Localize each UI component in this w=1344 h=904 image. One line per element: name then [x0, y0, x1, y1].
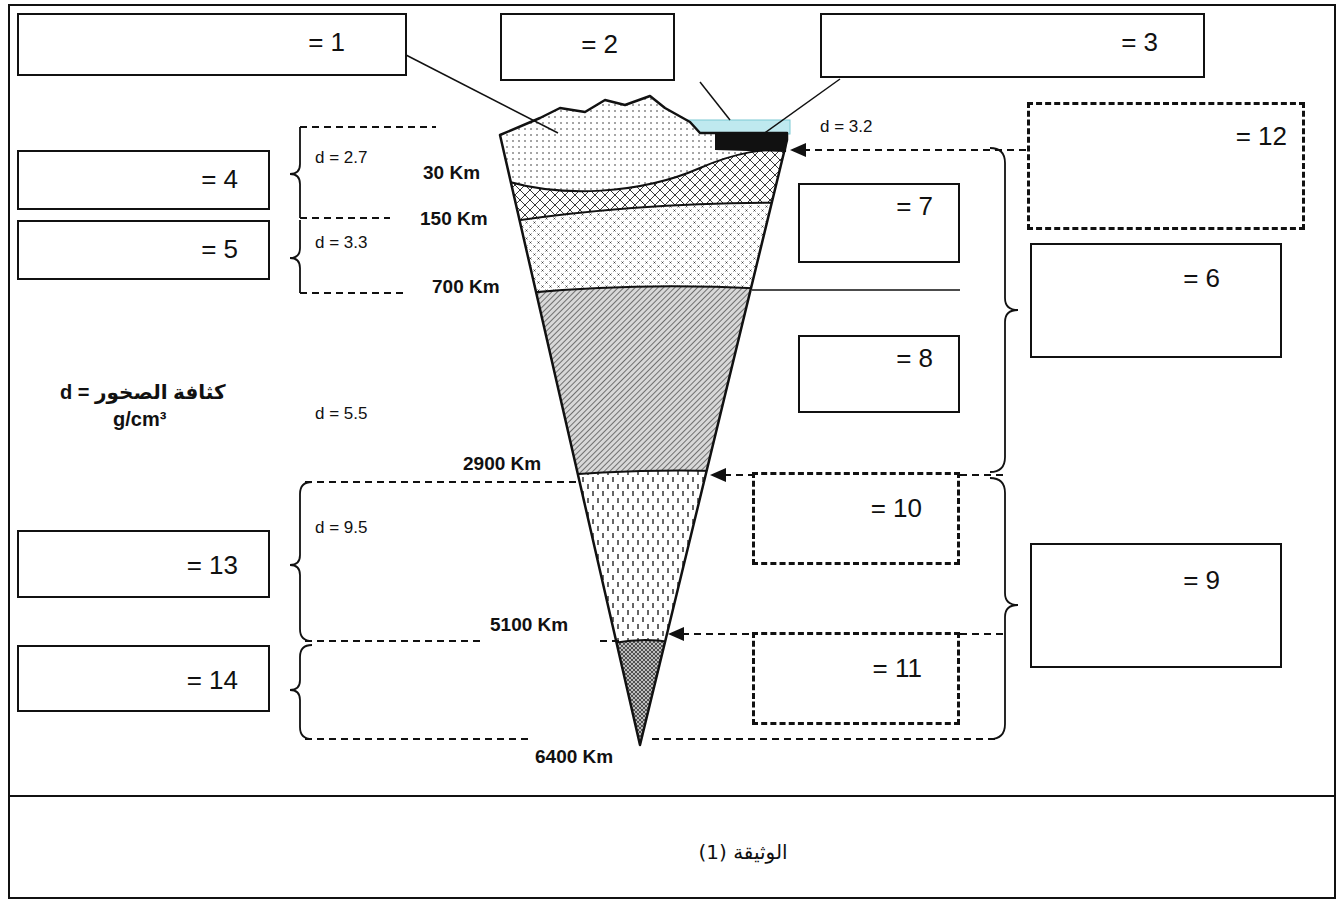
box-number: = 5: [201, 234, 238, 265]
boundary-line: [480, 203, 810, 226]
density-label: d = 3.3: [315, 233, 367, 253]
density-label: d = 3.2: [820, 117, 872, 137]
boundary-line: [480, 286, 810, 298]
caption: الوثيقة (1): [593, 840, 893, 864]
density-label: d = 2.7: [315, 148, 367, 168]
brace: [990, 478, 1018, 739]
dashed-line: [960, 474, 1005, 476]
depth-label: 5100 Km: [490, 614, 568, 636]
box-number: = 1: [308, 27, 345, 58]
depth-label: 6400 Km: [535, 746, 613, 768]
dashed-pointer: [682, 633, 752, 635]
dashed-pointer: [803, 149, 1027, 151]
density-label: g/cm³: [113, 408, 166, 431]
box-number: = 10: [871, 493, 922, 524]
inner-core: [560, 640, 730, 760]
answer-box: = 8: [798, 335, 960, 413]
answer-box: = 12: [1027, 102, 1305, 230]
answer-box: = 4: [17, 150, 270, 210]
dashed-line: [652, 738, 1000, 740]
density-label: d = كثافة الصخور: [60, 380, 226, 404]
boundary-line: [560, 640, 730, 662]
dashed-line: [305, 640, 485, 642]
frame: [9, 5, 1335, 898]
answer-box: = 11: [752, 632, 960, 725]
depth-label: 30 Km: [423, 162, 480, 184]
answer-box: = 1: [17, 13, 407, 76]
answer-box: = 7: [798, 183, 960, 263]
box-number: = 8: [896, 343, 933, 374]
dashed-pointer: [724, 474, 752, 476]
cone-outline: [500, 96, 787, 745]
dashed-line: [305, 738, 530, 740]
boundary-extension: [752, 289, 960, 291]
answer-box: = 13: [17, 530, 270, 598]
brace: [290, 220, 300, 293]
depth-label: 150 Km: [420, 208, 488, 230]
answer-box: = 6: [1030, 243, 1282, 358]
dashed-line: [300, 217, 390, 219]
caption-divider: [9, 795, 1335, 797]
box-number: = 7: [896, 191, 933, 222]
density-label: d = 5.5: [315, 404, 367, 424]
dashed-line: [305, 481, 580, 483]
brace: [290, 482, 312, 641]
box-number: = 3: [1121, 27, 1158, 58]
depth-label: 700 Km: [432, 276, 500, 298]
moho-line: [480, 146, 810, 191]
box-number: = 12: [1236, 121, 1287, 152]
brace: [290, 645, 312, 739]
leader-line: [700, 82, 730, 120]
dashed-line: [300, 126, 436, 128]
box-number: = 14: [187, 665, 238, 696]
box-number: = 11: [873, 653, 922, 684]
answer-box: = 14: [17, 645, 270, 712]
depth-label: 2900 Km: [463, 453, 541, 475]
box-number: = 9: [1183, 565, 1220, 596]
arrow-head: [710, 468, 726, 482]
box-number: = 2: [581, 29, 618, 60]
dashed-line: [300, 292, 408, 294]
oceanic-crust: [715, 133, 787, 152]
box-number: = 4: [201, 164, 238, 195]
arrow-head: [668, 627, 684, 641]
answer-box: = 3: [820, 13, 1205, 78]
dashed-line: [600, 640, 622, 642]
answer-box: = 10: [752, 472, 960, 565]
density-label: d = 9.5: [315, 518, 367, 538]
brace: [290, 127, 300, 218]
brace: [990, 148, 1018, 472]
arrow-head: [790, 143, 806, 157]
answer-box: = 5: [17, 220, 270, 280]
box-number: = 13: [187, 550, 238, 581]
answer-box: = 2: [500, 13, 675, 81]
box-number: = 6: [1183, 263, 1220, 294]
dashed-line: [960, 633, 1005, 635]
answer-box: = 9: [1030, 543, 1282, 668]
